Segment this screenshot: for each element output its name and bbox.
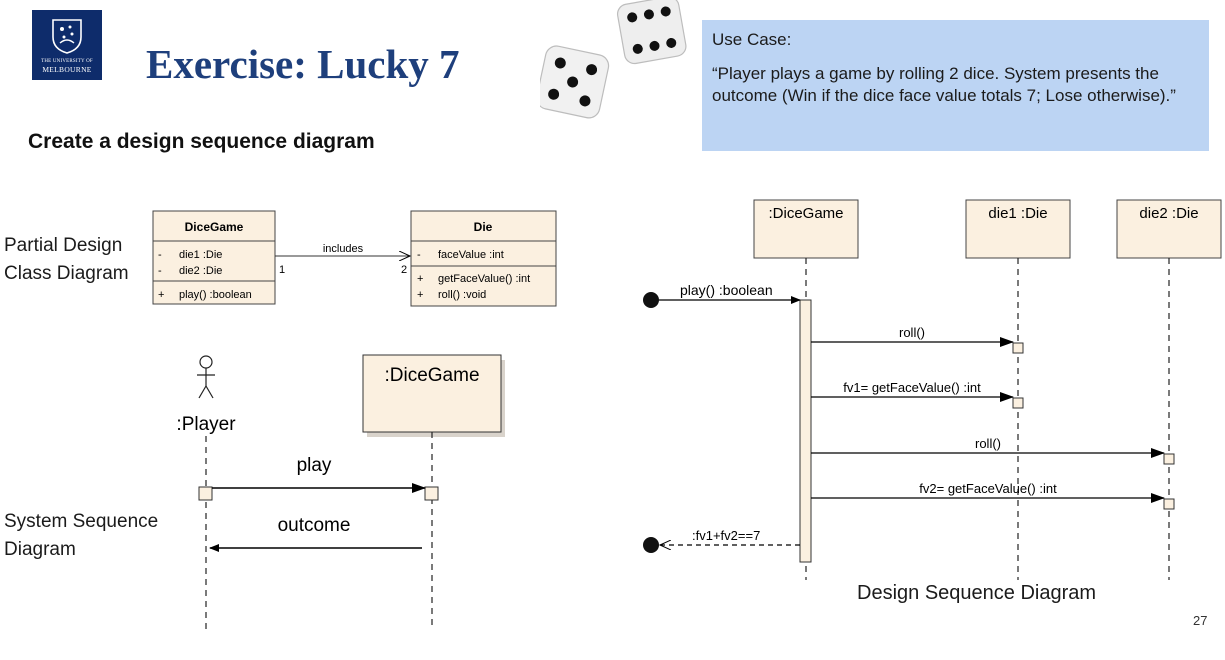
association-target-multiplicity: 2 (401, 264, 407, 276)
crest-icon (52, 19, 82, 54)
dsd-die2-activation (1163, 498, 1175, 510)
dsd-play-label: play() :boolean (680, 282, 773, 298)
system-sequence-label-line1: System Sequence (4, 511, 159, 532)
class-die-op: getFaceValue() :int (438, 273, 530, 285)
dsd-die1-activation (1012, 342, 1024, 354)
use-case-heading: Use Case: (712, 30, 792, 49)
dsd-dicegame-activation (799, 299, 812, 563)
association-includes: includes 1 2 (275, 243, 410, 276)
logo-line2: MELBOURNE (42, 65, 92, 74)
dsd-lifeline-name: die1 :Die (988, 205, 1047, 222)
class-diagram-label-line1: Partial Design (4, 235, 123, 256)
ssd-actor-name: :Player (176, 414, 236, 435)
university-logo: THE UNIVERSITY OF MELBOURNE (32, 10, 102, 80)
stick-figure-icon (197, 355, 215, 399)
dsd-lifeline-die2: die2 :Die (1116, 199, 1222, 580)
dice-icon (540, 0, 687, 119)
dsd-lost-message-end (643, 537, 659, 553)
class-die-name: Die (474, 220, 493, 234)
dsd-msg-label: roll() (975, 436, 1001, 451)
dsd-found-message-start (643, 292, 659, 308)
association-source-multiplicity: 1 (279, 264, 285, 276)
dsd-msg-label: roll() (899, 325, 925, 340)
class-dicegame-op-vis: + (158, 289, 164, 301)
class-diagram-label-line2: Class Diagram (4, 263, 129, 284)
association-label: includes (323, 243, 364, 255)
class-die: Die - faceValue :int + getFaceValue() :i… (410, 210, 557, 307)
use-case-text: “Player plays a game by rolling 2 dice. … (712, 64, 1176, 105)
ssd-player-activation (198, 486, 213, 501)
class-diagram-label: Partial Design Class Diagram (4, 232, 129, 288)
dsd-msg-label: fv2= getFaceValue() :int (919, 481, 1057, 496)
class-die-op-vis: + (417, 273, 423, 285)
class-die-op-vis: + (417, 289, 423, 301)
class-die-op: roll() :void (438, 289, 486, 301)
dsd-lifeline-die1: die1 :Die (965, 199, 1071, 580)
ssd-outcome-label: outcome (278, 515, 351, 536)
design-sequence-caption: Design Sequence Diagram (857, 582, 1097, 604)
logo-line1: THE UNIVERSITY OF (41, 59, 93, 64)
ssd-system-box: :DiceGame (362, 354, 505, 437)
class-dicegame-attr: die2 :Die (179, 265, 222, 277)
dsd-die2-activation (1163, 453, 1175, 465)
page-number: 27 (1193, 613, 1208, 628)
system-sequence-label: System Sequence Diagram (4, 508, 158, 564)
use-case-box: Use Case: “Player plays a game by rollin… (702, 20, 1209, 151)
ssd-play-label: play (297, 455, 332, 476)
class-dicegame-attr-vis: - (158, 265, 162, 277)
class-dicegame: DiceGame - die1 :Die - die2 :Die + play(… (152, 210, 276, 305)
ssd-system-activation (424, 486, 439, 501)
class-die-attr: faceValue :int (438, 249, 504, 261)
class-dicegame-attr-vis: - (158, 249, 162, 261)
ssd-actor-player: :Player (176, 355, 236, 435)
system-sequence-label-line2: Diagram (4, 539, 76, 560)
class-die-attr-vis: - (417, 249, 421, 261)
dsd-msg-label: fv1= getFaceValue() :int (843, 380, 981, 395)
dsd-die1-activation (1012, 397, 1024, 409)
class-dicegame-op: play() :boolean (179, 289, 252, 301)
class-dicegame-attr: die1 :Die (179, 249, 222, 261)
dsd-return-label: :fv1+fv2==7 (692, 528, 760, 543)
subtitle: Create a design sequence diagram (28, 130, 375, 153)
page-title: Exercise: Lucky 7 (146, 41, 460, 87)
dsd-lifeline-name: :DiceGame (768, 205, 843, 222)
ssd-system-name: :DiceGame (384, 365, 479, 386)
dsd-lifeline-name: die2 :Die (1139, 205, 1198, 222)
class-dicegame-name: DiceGame (185, 220, 244, 234)
